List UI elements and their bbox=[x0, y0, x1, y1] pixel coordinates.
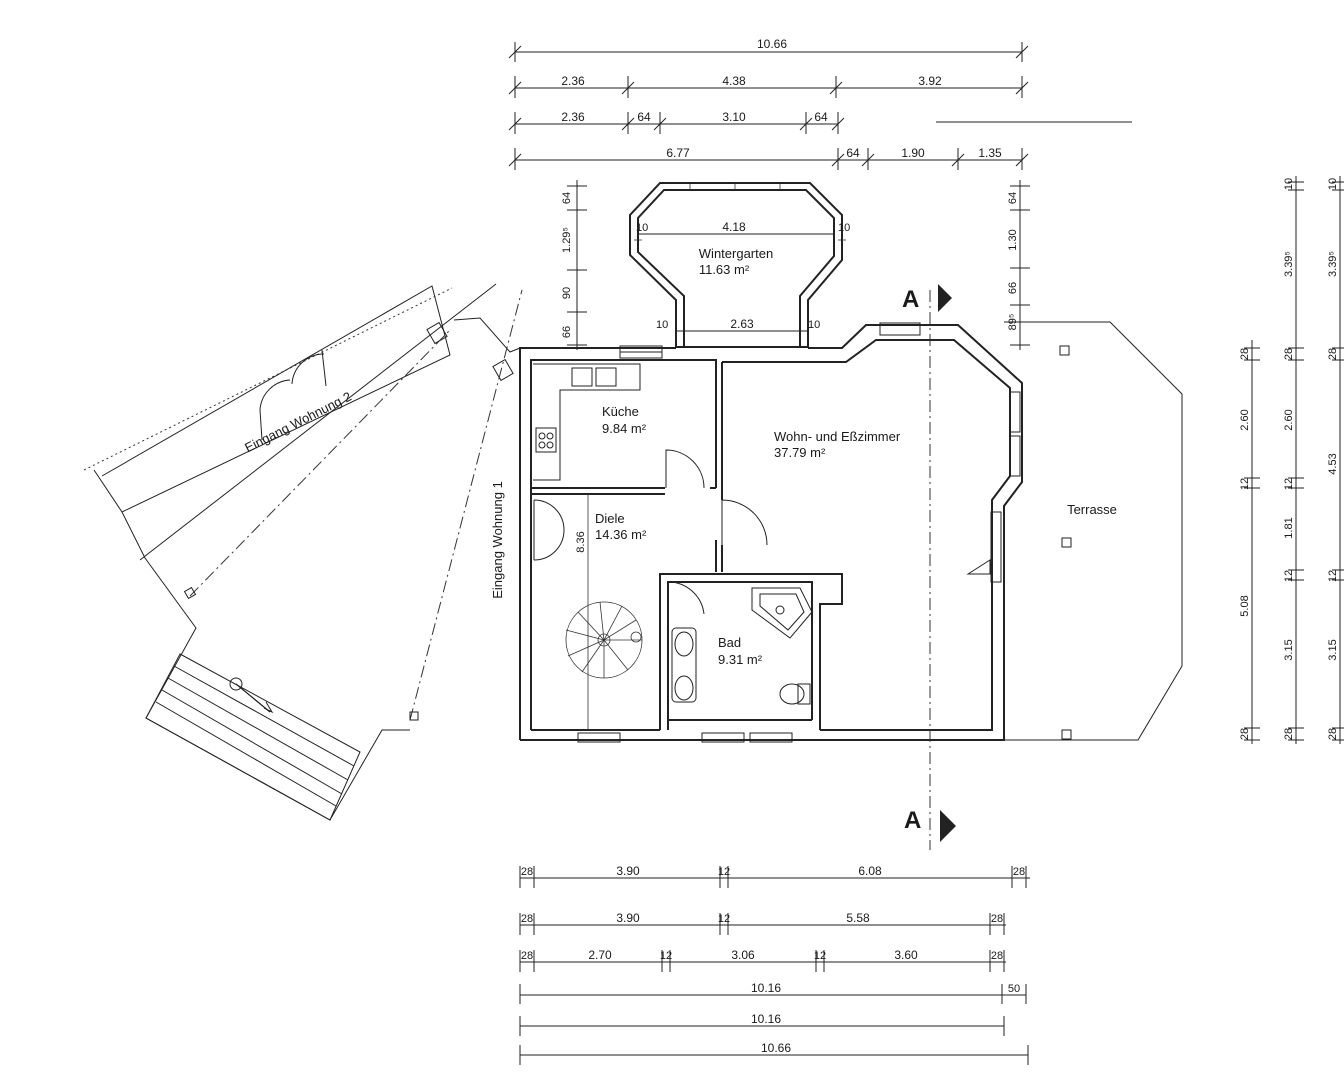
side-c2-9: 28 bbox=[1283, 728, 1295, 740]
dim-left-v-4: 66 bbox=[561, 326, 573, 338]
bdim-6-1: 10.66 bbox=[761, 1041, 791, 1055]
side-c2-2: 3.39⁵ bbox=[1283, 251, 1295, 277]
side-c1-5: 28 bbox=[1239, 728, 1251, 740]
dim-top-2-3: 3.92 bbox=[918, 74, 942, 88]
side-c1-1: 28 bbox=[1239, 348, 1251, 360]
windows bbox=[577, 322, 1021, 743]
room-name-wohn: Wohn- und Eßzimmer bbox=[774, 429, 901, 444]
side-c2-8: 3.15 bbox=[1283, 639, 1295, 660]
entrance-axes bbox=[139, 283, 523, 721]
bdim-3-4: 3.06 bbox=[731, 948, 755, 962]
room-name-kueche: Küche bbox=[602, 404, 639, 419]
dim-total-top: 10.66 bbox=[757, 37, 787, 51]
side-c2-6: 1.81 bbox=[1283, 517, 1295, 538]
side-c2-3: 28 bbox=[1283, 348, 1295, 360]
section-arrow-top bbox=[938, 284, 952, 312]
side-c2-1: 10 bbox=[1283, 178, 1295, 190]
wg-dim-bottom: 2.63 bbox=[730, 317, 754, 331]
left-vertical-dimensions bbox=[567, 180, 587, 350]
dim-top-3-1: 2.36 bbox=[561, 110, 585, 124]
bdim-3-2: 2.70 bbox=[588, 948, 612, 962]
bdim-3-1: 28 bbox=[521, 950, 533, 962]
side-c3-1: 10 bbox=[1327, 178, 1339, 190]
bdim-2-3: 12 bbox=[718, 913, 730, 925]
bdim-2-2: 3.90 bbox=[616, 911, 640, 925]
room-name-diele: Diele bbox=[595, 511, 625, 526]
room-area-wintergarten: 11.63 m² bbox=[699, 262, 750, 277]
label-eingang-2: Eingang Wohnung 2 bbox=[242, 389, 354, 456]
wg-wall-br: 10 bbox=[808, 319, 820, 331]
dim-top-2-1: 2.36 bbox=[561, 74, 585, 88]
room-name-terrasse: Terrasse bbox=[1067, 502, 1117, 517]
bdim-1-1: 28 bbox=[521, 866, 533, 878]
dim-top-3-2: 64 bbox=[637, 110, 651, 124]
side-c3-5: 12 bbox=[1327, 570, 1339, 582]
bdim-5-1: 10.16 bbox=[751, 1012, 781, 1026]
dim-top-4-4: 1.35 bbox=[978, 146, 1002, 160]
bdim-3-7: 28 bbox=[991, 950, 1003, 962]
bdim-2-1: 28 bbox=[521, 913, 533, 925]
entrance-stairs bbox=[145, 653, 361, 821]
room-area-kueche: 9.84 m² bbox=[602, 421, 647, 436]
side-c2-4: 2.60 bbox=[1283, 409, 1295, 430]
bdim-2-5: 28 bbox=[991, 913, 1003, 925]
top-dimensions bbox=[508, 42, 1132, 170]
terrasse-outline bbox=[1004, 321, 1183, 741]
bdim-3-6: 3.60 bbox=[894, 948, 918, 962]
kitchen-counter bbox=[533, 363, 641, 481]
doors bbox=[533, 449, 991, 615]
dim-right-v-1: 64 bbox=[1007, 192, 1019, 204]
wg-wall-tl: 10 bbox=[636, 222, 648, 234]
dim-diele: 8.36 bbox=[575, 531, 587, 552]
side-c1-2: 2.60 bbox=[1239, 409, 1251, 430]
label-eingang-1: Eingang Wohnung 1 bbox=[490, 481, 505, 599]
section-arrow-bottom bbox=[940, 810, 956, 842]
wg-dim-top: 4.18 bbox=[722, 220, 746, 234]
dim-left-v-2: 1.29⁵ bbox=[561, 227, 573, 253]
side-c3-3: 28 bbox=[1327, 348, 1339, 360]
dim-top-4-2: 64 bbox=[846, 146, 860, 160]
bottom-dimensions bbox=[519, 866, 1030, 1065]
dim-top-3-4: 64 bbox=[814, 110, 828, 124]
side-c1-3: 12 bbox=[1239, 478, 1251, 490]
section-label-bottom: A bbox=[904, 807, 921, 834]
dim-left-v-1: 64 bbox=[561, 192, 573, 204]
room-name-wintergarten: Wintergarten bbox=[699, 246, 773, 261]
side-c1-4: 5.08 bbox=[1239, 595, 1251, 616]
bdim-4-1: 10.16 bbox=[751, 981, 781, 995]
bdim-1-3: 12 bbox=[718, 866, 730, 878]
dim-right-v-3: 66 bbox=[1007, 282, 1019, 294]
dim-top-3-3: 3.10 bbox=[722, 110, 746, 124]
bdim-1-4: 6.08 bbox=[858, 864, 882, 878]
room-area-bad: 9.31 m² bbox=[718, 652, 763, 667]
bdim-1-2: 3.90 bbox=[616, 864, 640, 878]
side-c3-7: 28 bbox=[1327, 728, 1339, 740]
room-area-wohn: 37.79 m² bbox=[774, 445, 826, 460]
bdim-3-3: 12 bbox=[660, 950, 672, 962]
side-c3-2: 3.39⁵ bbox=[1327, 251, 1339, 277]
wg-wall-bl: 10 bbox=[656, 319, 668, 331]
spiral-staircase bbox=[565, 601, 643, 679]
side-c2-7: 12 bbox=[1283, 570, 1295, 582]
side-c2-5: 12 bbox=[1283, 478, 1295, 490]
section-label-top: A bbox=[902, 286, 919, 313]
room-name-bad: Bad bbox=[718, 635, 741, 650]
wg-wall-tr: 10 bbox=[838, 222, 850, 234]
side-dimensions bbox=[1244, 176, 1344, 744]
side-c3-4: 4.53 bbox=[1327, 453, 1339, 474]
bdim-1-5: 28 bbox=[1013, 866, 1025, 878]
bath-fixtures bbox=[671, 587, 813, 705]
bdim-3-5: 12 bbox=[814, 950, 826, 962]
bdim-2-4: 5.58 bbox=[846, 911, 870, 925]
dim-right-v-2: 1.30 bbox=[1007, 229, 1019, 250]
dim-top-2-2: 4.38 bbox=[722, 74, 746, 88]
side-c3-6: 3.15 bbox=[1327, 639, 1339, 660]
bdim-4-2: 50 bbox=[1008, 983, 1020, 995]
dim-top-4-1: 6.77 bbox=[666, 146, 690, 160]
room-area-diele: 14.36 m² bbox=[595, 527, 647, 542]
dim-top-4-3: 1.90 bbox=[901, 146, 925, 160]
dim-left-v-3: 90 bbox=[561, 287, 573, 299]
